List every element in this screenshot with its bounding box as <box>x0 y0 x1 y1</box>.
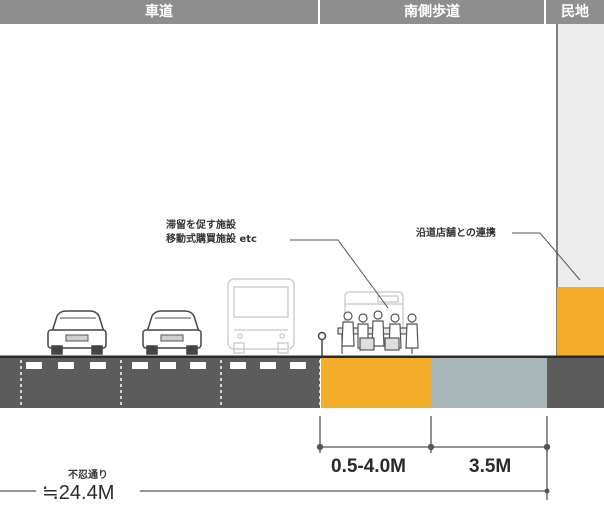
total-width-end-dot <box>544 488 550 494</box>
dimension-zone1: 0.5-4.0M <box>331 456 406 477</box>
sidewalk-dimension-lines <box>316 416 551 453</box>
bollard-icon <box>317 331 327 356</box>
callout-shops: 沿道店舗との連携 <box>416 228 496 239</box>
private-land-strip <box>547 358 604 408</box>
dimension-zone2: 3.5M <box>469 456 512 477</box>
sidewalk-zone-flex <box>321 358 431 408</box>
callout-stay-line2: 移動式購買施設 etc <box>166 234 257 245</box>
callout-stay-line1: 滞留を促す施設 <box>166 220 236 231</box>
header-roadway: 車道 <box>0 0 318 24</box>
header-south-sidewalk: 南側歩道 <box>320 0 544 24</box>
header-private-land: 民地 <box>546 0 604 24</box>
bus-icon <box>227 278 295 354</box>
sidewalk-zone-walk <box>431 358 547 408</box>
lane-markings <box>26 362 306 369</box>
total-width-note: 不忍通り <box>68 470 108 481</box>
shop-frontage-orange <box>557 287 604 356</box>
total-width-label: ≒24.4M <box>42 482 115 504</box>
callout-line-stay <box>290 239 389 309</box>
lane-dividers <box>20 360 321 408</box>
callout-line-shops <box>512 232 581 281</box>
car-icon <box>47 310 107 355</box>
car-icon <box>142 310 202 355</box>
people-at-stalls-icon <box>337 310 419 354</box>
